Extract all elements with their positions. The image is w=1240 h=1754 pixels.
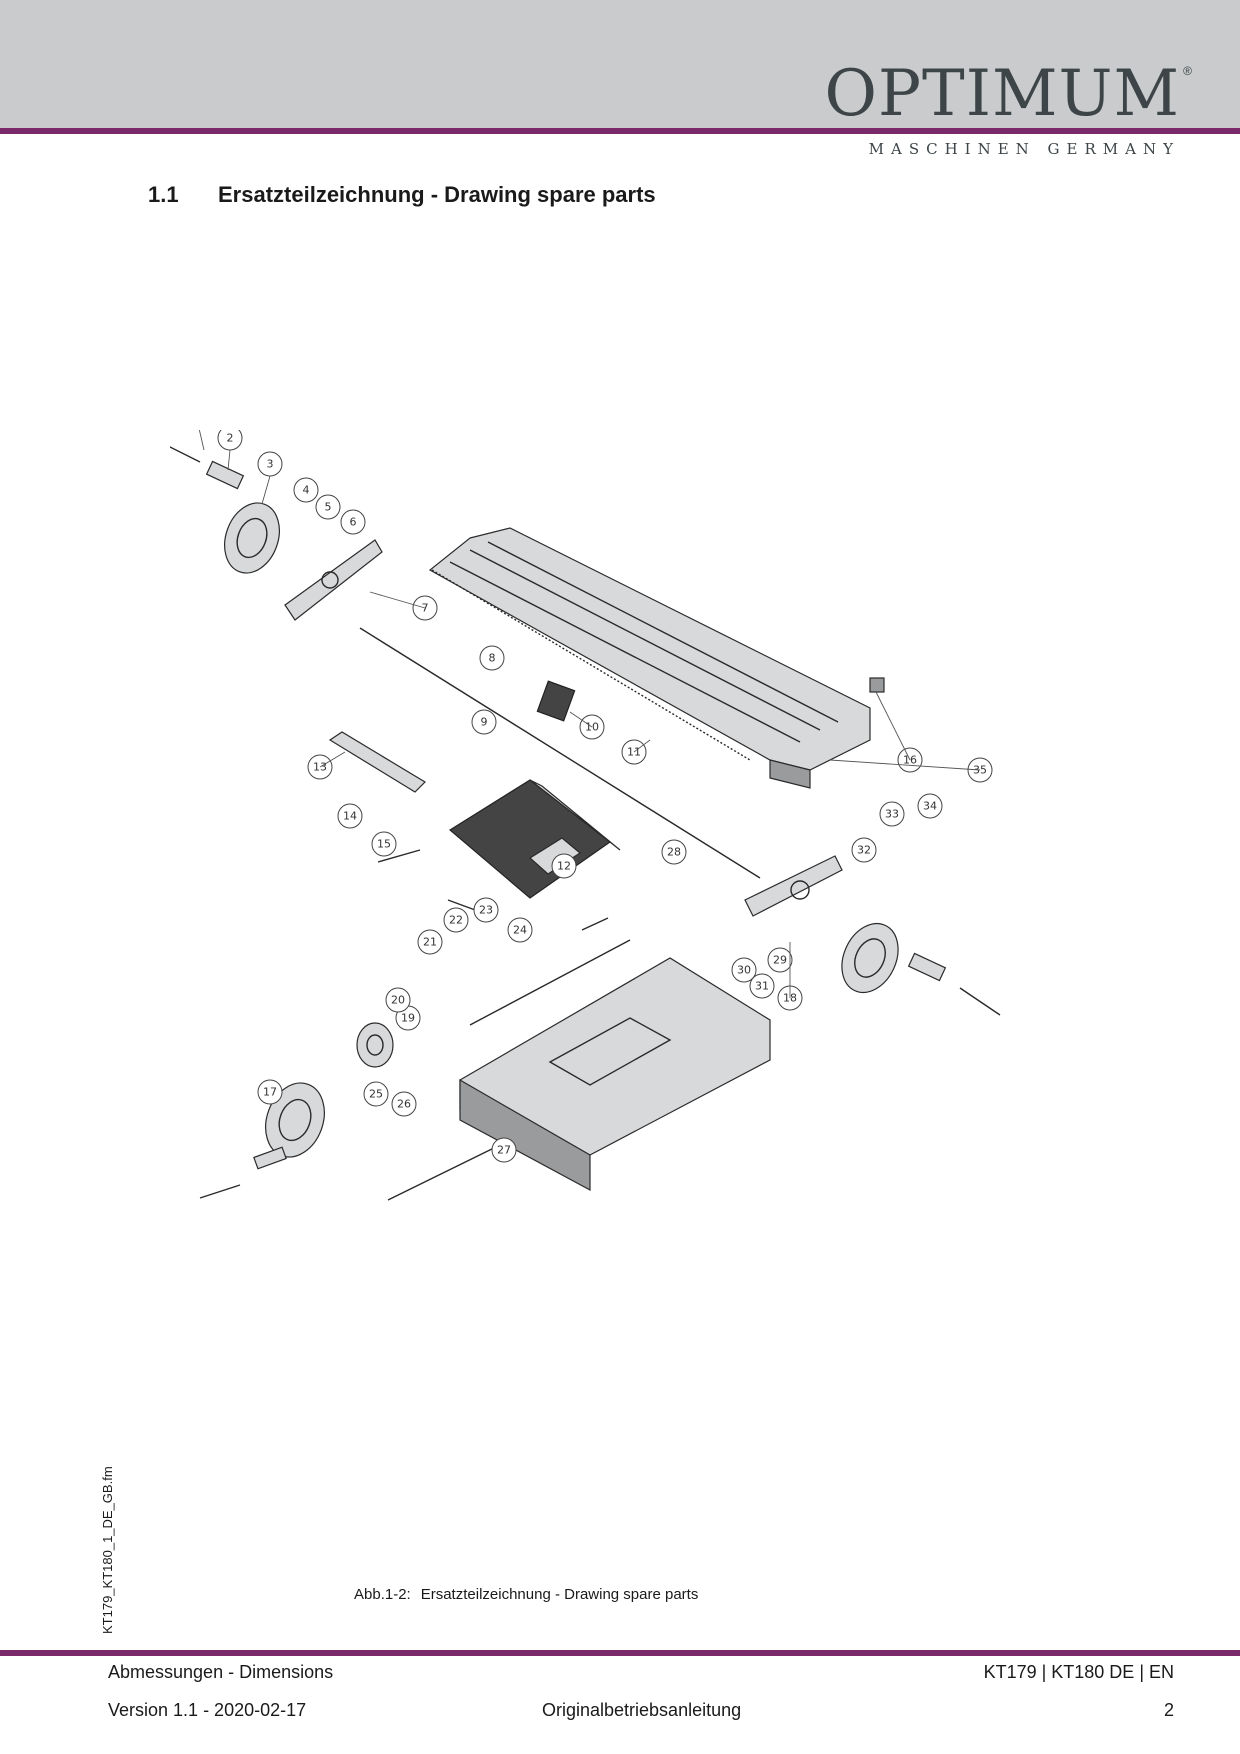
balloon-22: 22 <box>443 907 469 933</box>
balloon-19: 19 <box>395 1005 421 1031</box>
balloon-6: 6 <box>340 509 366 535</box>
svg-text:4: 4 <box>303 484 310 497</box>
svg-text:2: 2 <box>227 432 234 445</box>
svg-text:22: 22 <box>449 914 463 927</box>
svg-text:19: 19 <box>401 1012 415 1025</box>
balloon-21: 21 <box>417 929 443 955</box>
svg-text:24: 24 <box>513 924 527 937</box>
logo-registered-mark: ® <box>1183 64 1192 78</box>
spare-parts-drawing: 1 2 3 4 5 6 7 8 9 10 11 12 13 14 15 16 1… <box>170 430 1001 1201</box>
caption-text: Ersatzteilzeichnung - Drawing spare part… <box>420 1586 699 1603</box>
saddle-part <box>448 779 621 899</box>
svg-text:25: 25 <box>369 1088 383 1101</box>
footer-chapter: Abmessungen - Dimensions <box>108 1662 334 1682</box>
figure-caption: Abb.1-2: Ersatzteilzeichnung - Drawing sp… <box>354 1586 698 1603</box>
nut-part <box>536 680 576 722</box>
bracket-right-part <box>744 855 843 917</box>
svg-text:31: 31 <box>755 980 769 993</box>
svg-text:33: 33 <box>885 808 899 821</box>
footer-version: Version 1.1 - 2020-02-17 <box>108 1700 307 1720</box>
balloon-27: 27 <box>491 1137 517 1163</box>
svg-text:32: 32 <box>857 844 871 857</box>
balloon-26: 26 <box>391 1091 417 1117</box>
balloon-24: 24 <box>507 917 533 943</box>
balloon-14: 14 <box>337 803 363 829</box>
section-number: 1.1 <box>148 182 179 207</box>
footer-rule <box>0 1650 1240 1656</box>
svg-text:6: 6 <box>350 516 357 529</box>
handwheel-right-part <box>841 922 899 994</box>
svg-text:12: 12 <box>557 860 571 873</box>
svg-text:21: 21 <box>423 936 437 949</box>
rack-front-part <box>387 1144 501 1201</box>
table-part <box>428 527 871 789</box>
source-file-note: KT179_KT180_1_DE_GB.fm <box>100 1466 115 1634</box>
balloon-34: 34 <box>917 793 943 819</box>
balloon-33: 33 <box>879 801 905 827</box>
handle-front-part <box>199 1146 287 1199</box>
brand-logo: OPTIMUM ® MASCHINEN GERMANY <box>810 57 1193 162</box>
svg-text:3: 3 <box>267 458 274 471</box>
caption-label: Abb.1-2: <box>354 1586 411 1603</box>
logo-word: OPTIMUM <box>824 57 1180 131</box>
svg-text:23: 23 <box>479 904 493 917</box>
footer-manual: Originalbetriebsanleitung <box>542 1700 742 1720</box>
header-band <box>0 0 1240 128</box>
balloon-3: 3 <box>257 451 283 477</box>
footer-page-number: 2 <box>1163 1700 1174 1720</box>
balloon-8: 8 <box>479 645 505 671</box>
balloon-29: 29 <box>767 947 793 973</box>
svg-text:5: 5 <box>325 501 332 514</box>
bearing-housing-part <box>356 1022 394 1068</box>
balloon-2: 2 <box>217 430 243 451</box>
leadscrew-x-part <box>359 627 761 879</box>
svg-text:28: 28 <box>667 846 681 859</box>
balloon-23: 23 <box>473 897 499 923</box>
balloon-30: 30 <box>731 957 757 983</box>
svg-text:17: 17 <box>263 1086 277 1099</box>
balloon-32: 32 <box>851 837 877 863</box>
balloon-15: 15 <box>371 831 397 857</box>
footer-product: KT179 | KT180 DE | EN <box>983 1662 1174 1682</box>
base-part <box>459 957 771 1192</box>
svg-text:34: 34 <box>923 800 937 813</box>
svg-text:30: 30 <box>737 964 751 977</box>
svg-text:26: 26 <box>397 1098 411 1111</box>
balloon-28: 28 <box>661 839 687 865</box>
handle-right-part <box>907 952 1001 1016</box>
handwheel-left-part <box>224 502 280 574</box>
balloon-25: 25 <box>363 1081 389 1107</box>
balloon-20: 20 <box>385 987 411 1013</box>
logo-subtitle: MASCHINEN GERMANY <box>868 140 1180 158</box>
svg-text:20: 20 <box>391 994 405 1007</box>
balloon-31: 31 <box>749 973 775 999</box>
section-title-text: Ersatzteilzeichnung - Drawing spare part… <box>218 182 656 207</box>
svg-text:27: 27 <box>497 1144 511 1157</box>
balloon-4: 4 <box>293 477 319 503</box>
svg-text:8: 8 <box>489 652 496 665</box>
balloon-5: 5 <box>315 494 341 520</box>
balloon-12: 12 <box>551 853 577 879</box>
leadscrew-y-part <box>469 939 631 1026</box>
gib-part <box>328 731 426 793</box>
section-title: 1.1 Ersatzteilzeichnung - Drawing spare p… <box>148 182 656 208</box>
svg-text:14: 14 <box>343 810 357 823</box>
balloon-17: 17 <box>257 1079 283 1105</box>
balloon-9: 9 <box>471 709 497 735</box>
rack-part <box>431 569 751 761</box>
svg-text:15: 15 <box>377 838 391 851</box>
header-rule <box>0 128 1240 134</box>
svg-text:9: 9 <box>481 716 488 729</box>
bracket-left-part <box>284 539 383 621</box>
stop-screw-part <box>869 677 885 693</box>
svg-text:29: 29 <box>773 954 787 967</box>
